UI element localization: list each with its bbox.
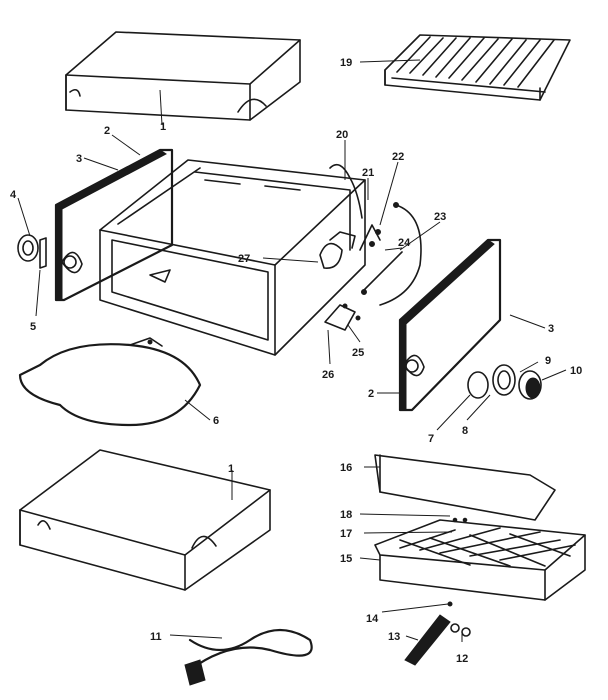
- callout-11: 11: [150, 631, 162, 643]
- control-assembly: [319, 163, 422, 331]
- callout-7: 7: [428, 433, 434, 445]
- callout-24: 24: [398, 237, 411, 249]
- callout-22: 22: [392, 151, 404, 163]
- right-door-frame: [398, 238, 502, 412]
- callout-23: 23: [434, 211, 446, 223]
- top-cover: [65, 31, 301, 121]
- callout-8: 8: [462, 425, 468, 437]
- heating-element: [18, 337, 202, 427]
- power-cord: [184, 629, 313, 686]
- callout-18: 18: [340, 509, 352, 521]
- callout-5: 5: [30, 321, 36, 333]
- callout-1-top: 1: [160, 121, 166, 133]
- callout-21: 21: [362, 167, 374, 179]
- leader-lines: [17, 59, 567, 642]
- callout-10: 10: [570, 365, 582, 377]
- callout-3-left: 3: [76, 153, 82, 165]
- callout-3-right: 3: [548, 323, 554, 335]
- wire-rack: [384, 34, 571, 101]
- callout-12: 12: [456, 653, 468, 665]
- callout-2-left: 2: [104, 125, 110, 137]
- left-door-frame: [54, 148, 174, 302]
- callout-27: 27: [238, 253, 250, 265]
- tray-assembly: [374, 454, 586, 666]
- bottom-cover: [19, 449, 271, 591]
- callout-17: 17: [340, 528, 352, 540]
- callout-4: 4: [10, 189, 17, 201]
- callout-labels: 1 1 2 2 3 3 4 5 6 7 8 9 10 11 12 13 14 1…: [10, 57, 582, 665]
- callout-13: 13: [388, 631, 400, 643]
- callout-19: 19: [340, 57, 352, 69]
- callout-14: 14: [366, 613, 379, 625]
- right-knob-assembly: [467, 364, 542, 400]
- callout-2-right: 2: [368, 388, 374, 400]
- oven-body: [99, 159, 366, 356]
- callout-20: 20: [336, 129, 348, 141]
- callout-1-bottom: 1: [228, 463, 234, 475]
- callout-26: 26: [322, 369, 334, 381]
- callout-6: 6: [213, 415, 219, 427]
- left-knob-assembly: [17, 234, 47, 269]
- callout-9: 9: [545, 355, 551, 367]
- callout-25: 25: [352, 347, 364, 359]
- callout-15: 15: [340, 553, 352, 565]
- callout-16: 16: [340, 462, 352, 474]
